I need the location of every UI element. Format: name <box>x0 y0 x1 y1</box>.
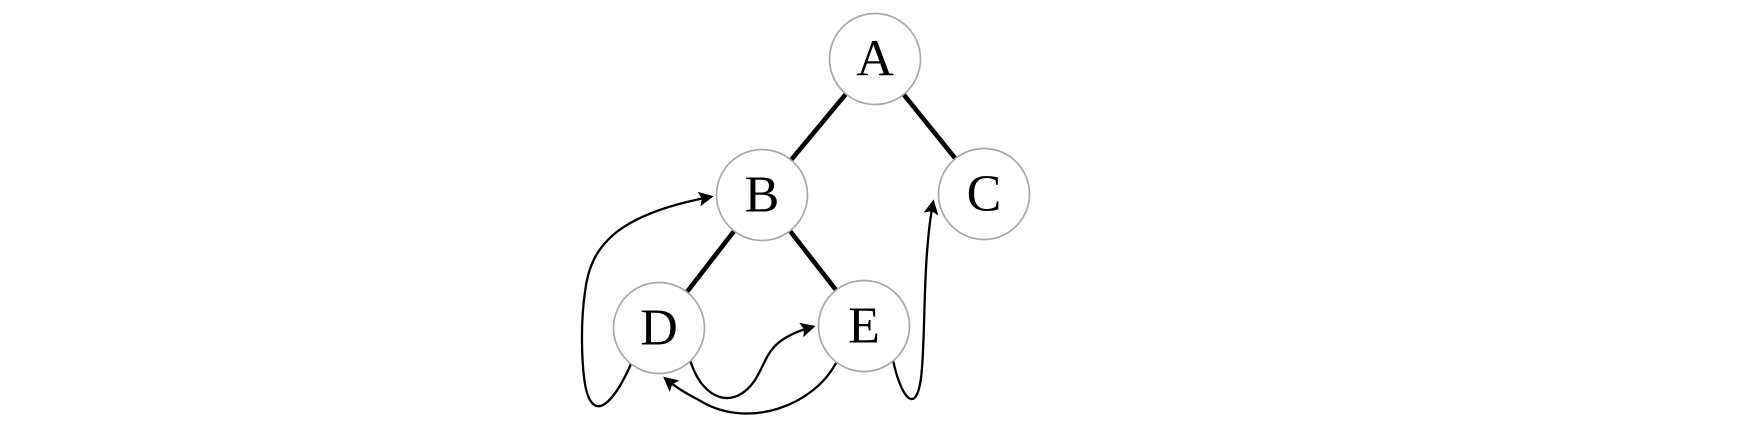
node-A: A <box>828 12 922 106</box>
node-E-circle <box>817 279 911 373</box>
node-C: C <box>937 147 1031 241</box>
node-B-label: B <box>745 167 780 224</box>
node-C-label: C <box>967 166 1002 223</box>
node-A-label: A <box>856 31 894 88</box>
node-B: B <box>715 148 809 242</box>
node-B-circle <box>715 148 809 242</box>
arrow-edge-D-B <box>580 191 714 408</box>
node-E: E <box>817 279 911 373</box>
node-D: D <box>612 281 706 375</box>
node-A-circle <box>828 12 922 106</box>
arrow-edge-E-C <box>891 199 939 401</box>
arrow-edge-E-D <box>663 362 838 415</box>
node-D-label: D <box>640 300 678 357</box>
node-D-circle <box>612 281 706 375</box>
node-C-circle <box>937 147 1031 241</box>
arrow-edge-D-E <box>688 322 816 399</box>
node-E-label: E <box>848 298 880 355</box>
